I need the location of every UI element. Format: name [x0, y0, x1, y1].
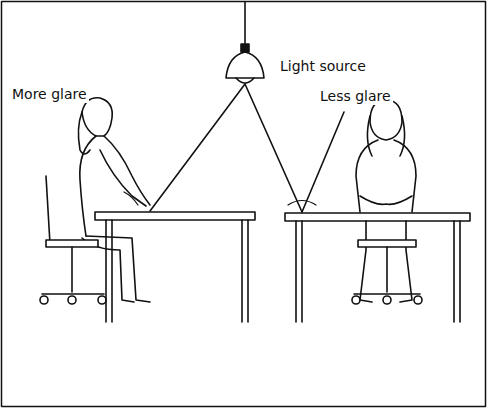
- figure-label: Less glare: [318, 88, 393, 105]
- figure-label: Light source: [278, 58, 368, 75]
- figure-label: More glare: [10, 86, 89, 103]
